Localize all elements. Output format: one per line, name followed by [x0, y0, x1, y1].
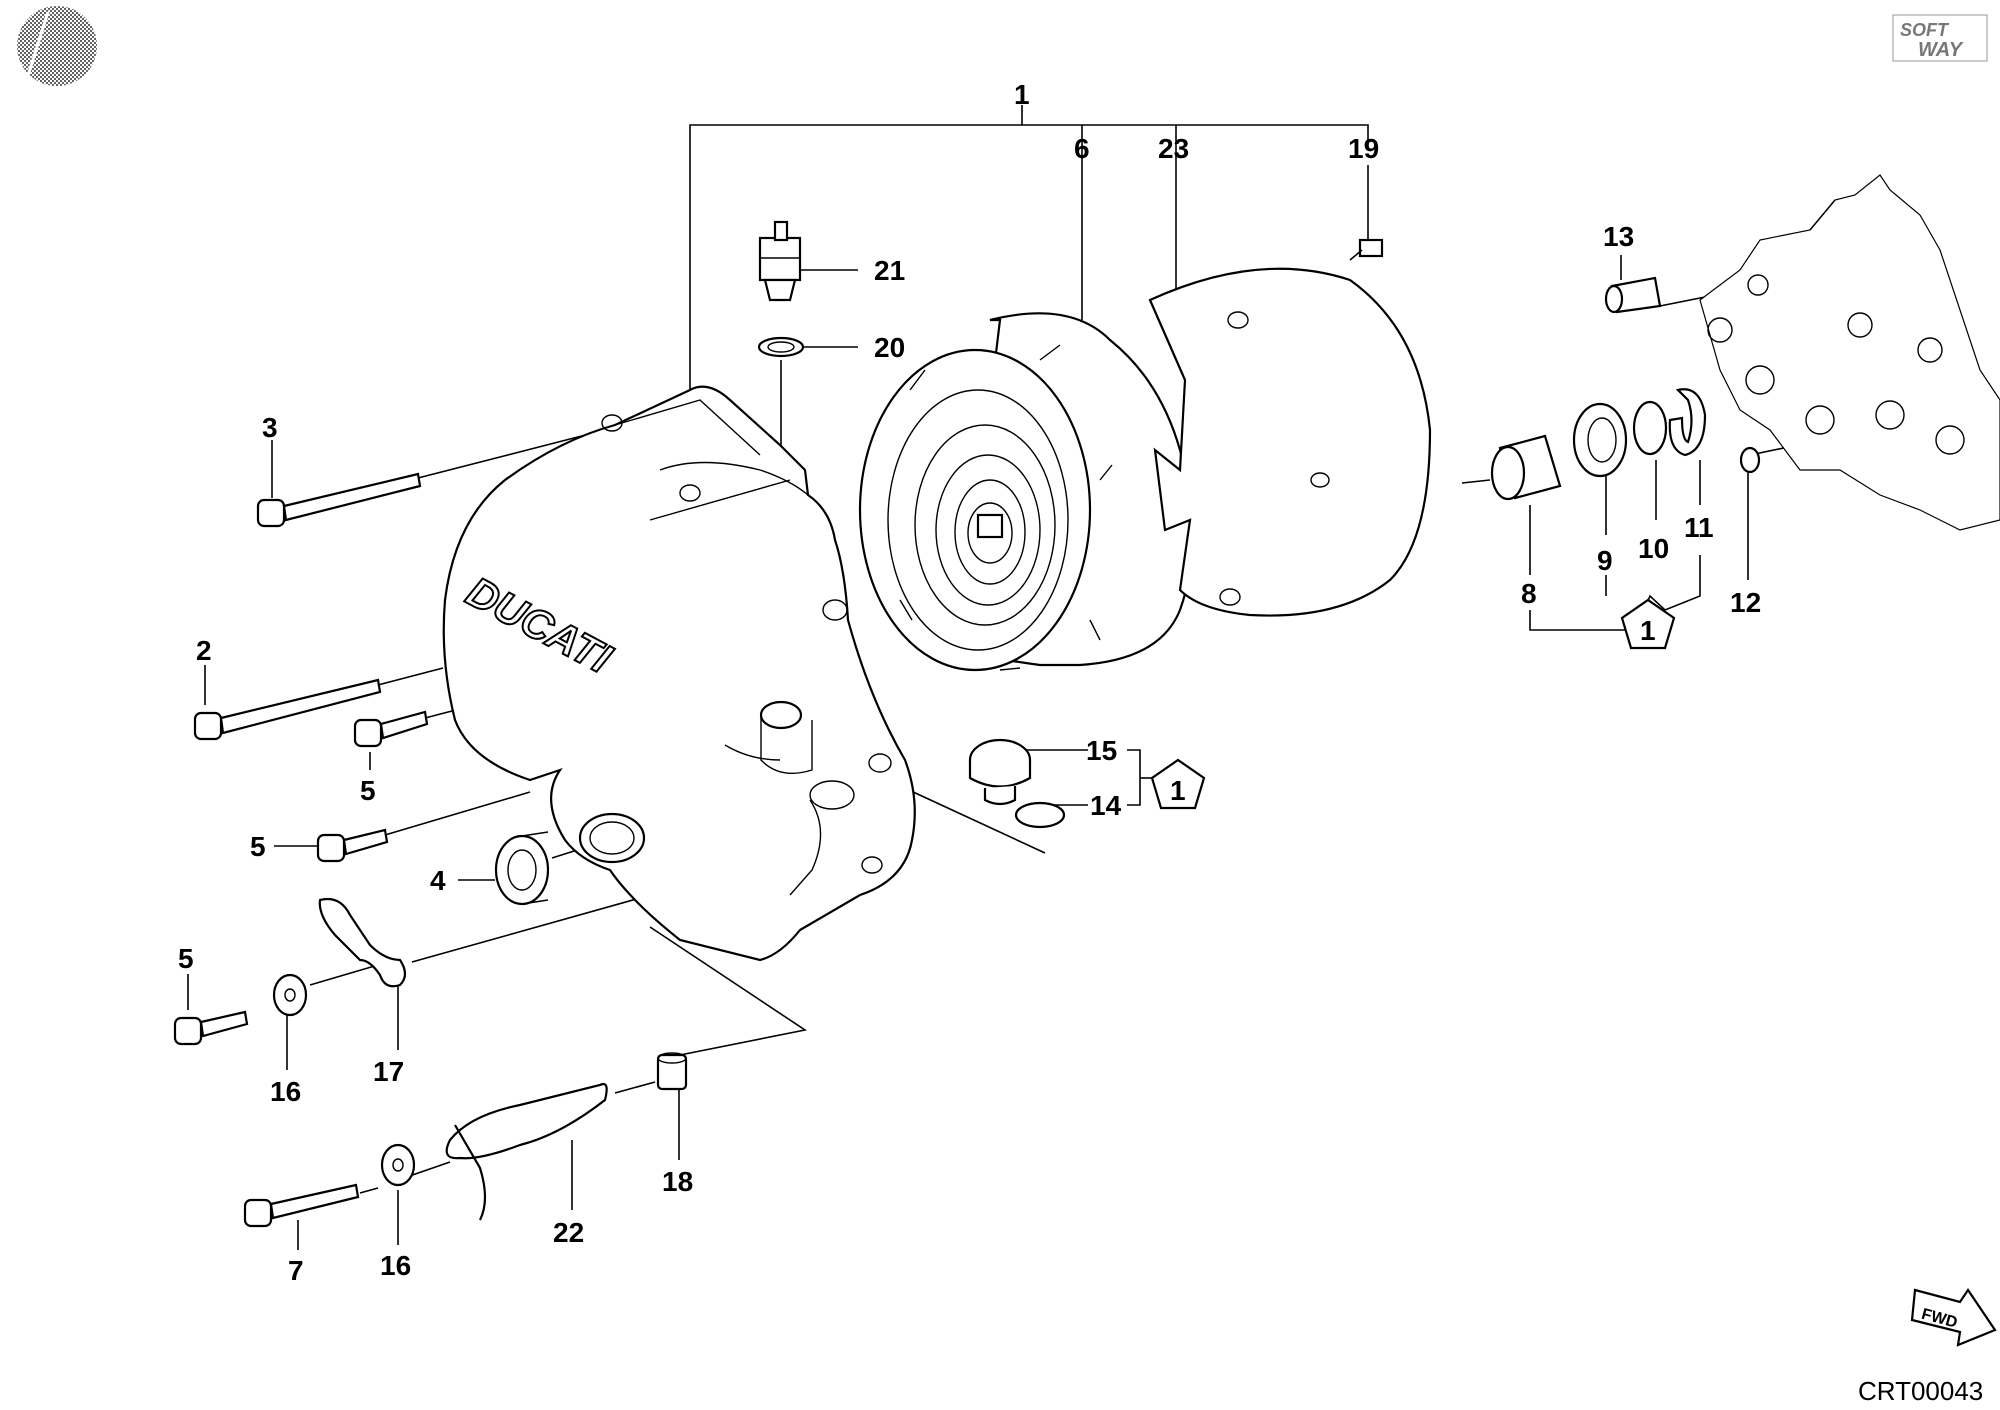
o-ring-14: [1014, 801, 1066, 829]
screw-5-middle: [316, 828, 389, 863]
callout-12: 12: [1730, 587, 1761, 618]
circlip-11: [1668, 388, 1707, 457]
callout-11: 11: [1684, 512, 1714, 543]
bushing-13: [1604, 276, 1662, 314]
callout-10: 10: [1638, 533, 1669, 564]
clutch-cover: [1148, 267, 1432, 617]
dither-disc-icon: [17, 6, 97, 86]
logo-text-top: SOFT: [1900, 20, 1950, 40]
bolt-3: [256, 472, 422, 528]
bolt-2: [193, 678, 382, 741]
wire-clip-22: [445, 1082, 608, 1221]
clutch-pressure-plate: [858, 312, 1194, 672]
leader-lines: [187, 105, 1881, 1250]
callout-6: 6: [1074, 133, 1090, 164]
callout-16-lower: 16: [380, 1250, 411, 1281]
washer-16-upper: [272, 973, 308, 1017]
callout-2: 2: [196, 635, 212, 666]
washer-20: [757, 336, 805, 358]
callout-15: 15: [1086, 735, 1117, 766]
screw-5-lower: [173, 1010, 249, 1046]
callout-5-middle: 5: [250, 831, 266, 862]
o-ring-10: [1632, 400, 1668, 456]
callout-5-lower: 5: [178, 943, 194, 974]
callout-14: 14: [1090, 790, 1122, 821]
screw-19: [1349, 238, 1384, 261]
callout-labels: 1 6 23 19 21 20 3 2 5 5 4 15 14 5 16 17 …: [178, 79, 1761, 1286]
callout-4: 4: [430, 865, 446, 896]
kit-badge-a: 1: [1150, 758, 1206, 810]
softway-logo: SOFT WAY: [1892, 14, 1988, 62]
callout-5-upper: 5: [360, 775, 376, 806]
engine-cover: DUCATI: [442, 385, 916, 962]
bushing-8: [1490, 434, 1562, 501]
callout-20: 20: [874, 332, 905, 363]
oil-seal-4: [494, 831, 550, 906]
oil-seal-9: [1572, 402, 1628, 478]
callout-18: 18: [662, 1166, 693, 1197]
fwd-arrow-icon: FWD: [1910, 1288, 1997, 1347]
callout-16-upper: 16: [270, 1076, 301, 1107]
washer-16-lower: [380, 1143, 416, 1187]
kit-badge-b: 1: [1620, 598, 1676, 650]
bolt-7: [243, 1183, 360, 1228]
spacer-18: [656, 1052, 688, 1091]
screw-5-upper: [353, 710, 429, 748]
callout-19: 19: [1348, 133, 1379, 164]
callout-9: 9: [1597, 545, 1613, 576]
callout-13: 13: [1603, 221, 1634, 252]
callout-23: 23: [1158, 133, 1189, 164]
callout-21: 21: [874, 255, 905, 286]
oil-temperature-sensor: [758, 220, 802, 302]
kit-badge-a-label: 1: [1170, 775, 1186, 806]
callout-7: 7: [288, 1255, 304, 1286]
logo-text-bottom: WAY: [1918, 39, 1964, 61]
callout-3: 3: [262, 412, 278, 443]
engine-case-outline: [1699, 174, 2000, 531]
kit-badge-b-label: 1: [1640, 615, 1656, 646]
o-ring-12: [1739, 446, 1761, 474]
callout-17: 17: [373, 1056, 404, 1087]
oil-filler-cap: [968, 738, 1032, 806]
callout-22: 22: [553, 1217, 584, 1248]
wire-clip-17: [318, 897, 407, 988]
callout-8: 8: [1521, 578, 1537, 609]
drawing-code: CRT00043: [1858, 1376, 1983, 1406]
callout-1: 1: [1014, 79, 1030, 110]
